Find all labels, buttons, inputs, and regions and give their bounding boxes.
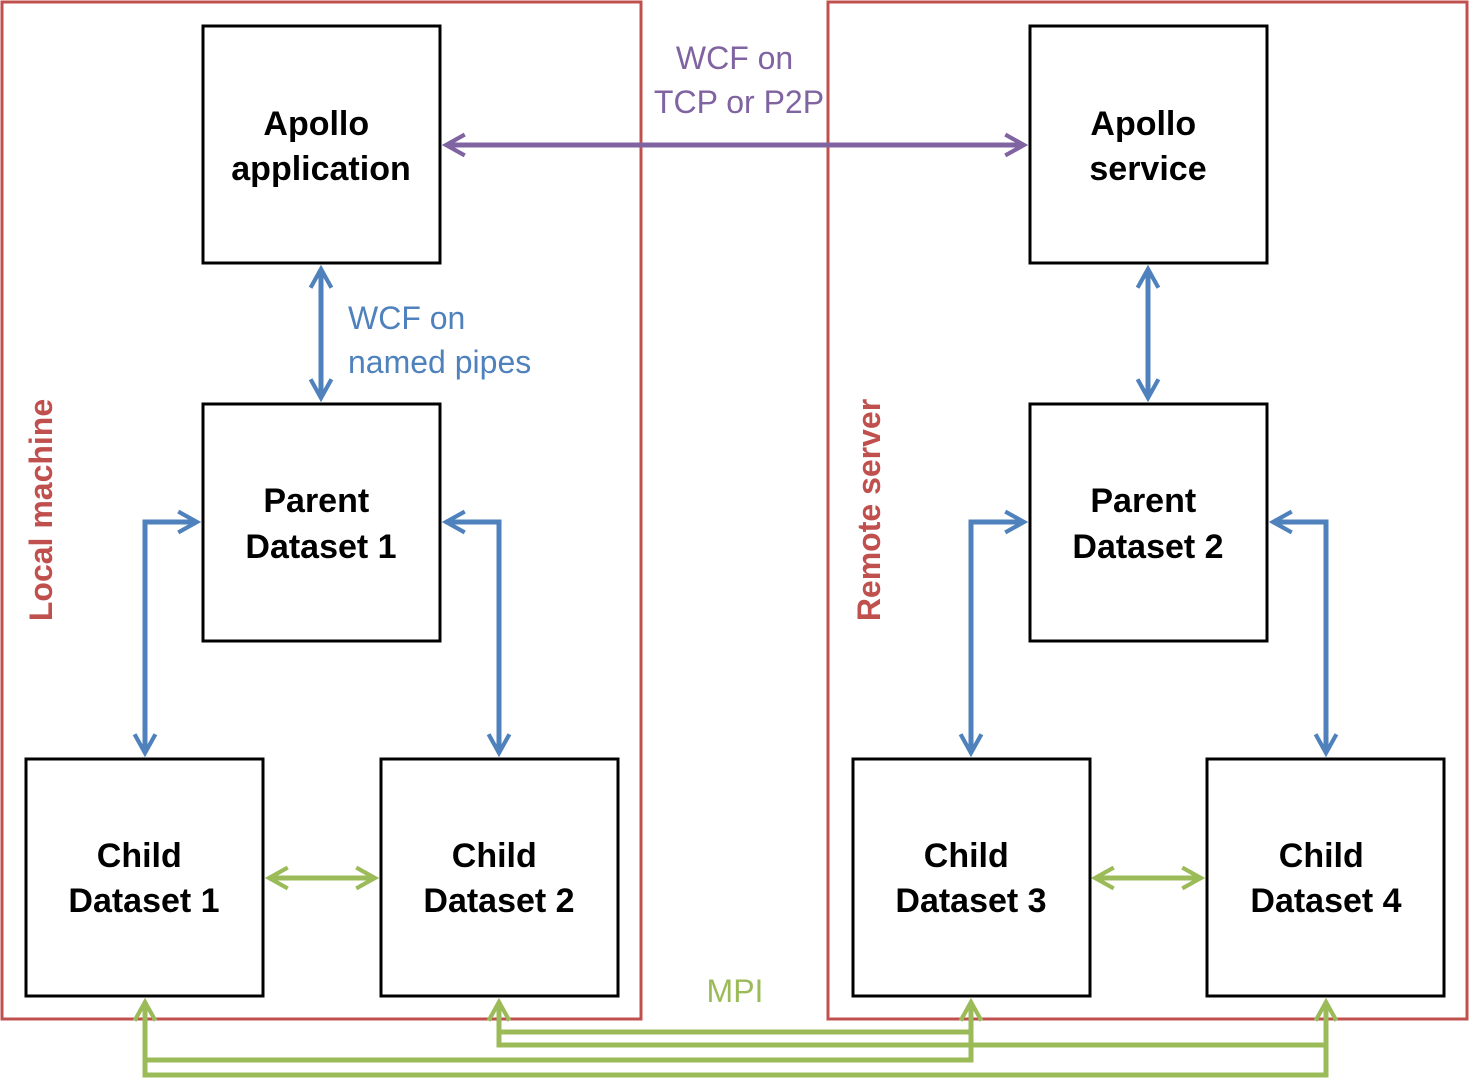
apollo-service-node: Apollo service [1028,24,1269,265]
parent1-child2-arrow [446,522,499,753]
apollo-application-node: Apollo application [201,24,442,265]
local-machine-label: Local machine [23,399,59,621]
svg-text:Child Dataset 3: Child Dataset 3 [895,837,1046,920]
parent-dataset-1-node: Parent Dataset 1 [201,402,442,643]
wcf-tcp-label: WCF on TCP or P2P [654,40,824,120]
child-dataset-4-node: Child Dataset 4 [1205,757,1446,998]
svg-text:Child Dataset 1: Child Dataset 1 [68,837,219,920]
parent2-child3-arrow [971,522,1024,753]
mpi-child1-child3-bus [145,1002,971,1063]
remote-server-label: Remote server [851,399,887,621]
mpi-label: MPI [707,973,764,1009]
child-dataset-2-node: Child Dataset 2 [379,757,620,998]
child-dataset-1-node: Child Dataset 1 [24,757,265,998]
svg-text:Parent Dataset 1: Parent Dataset 1 [245,482,396,566]
mpi-child1-bus [145,1002,1326,1078]
svg-text:Apollo service: Apollo service [1089,105,1206,188]
svg-text:Child Dataset 2: Child Dataset 2 [423,837,574,920]
parent2-child4-arrow [1273,522,1326,753]
parent1-child1-arrow [145,522,197,753]
wcf-pipes-label: WCF on named pipes [348,300,531,380]
parent-dataset-2-node: Parent Dataset 2 [1028,402,1269,643]
mpi-child2-bus [499,1002,1326,1048]
svg-text:Apollo application: Apollo application [231,105,410,188]
svg-text:Child Dataset 4: Child Dataset 4 [1250,837,1401,920]
child-dataset-3-node: Child Dataset 3 [851,757,1092,998]
svg-text:Parent Dataset 2: Parent Dataset 2 [1072,482,1223,566]
